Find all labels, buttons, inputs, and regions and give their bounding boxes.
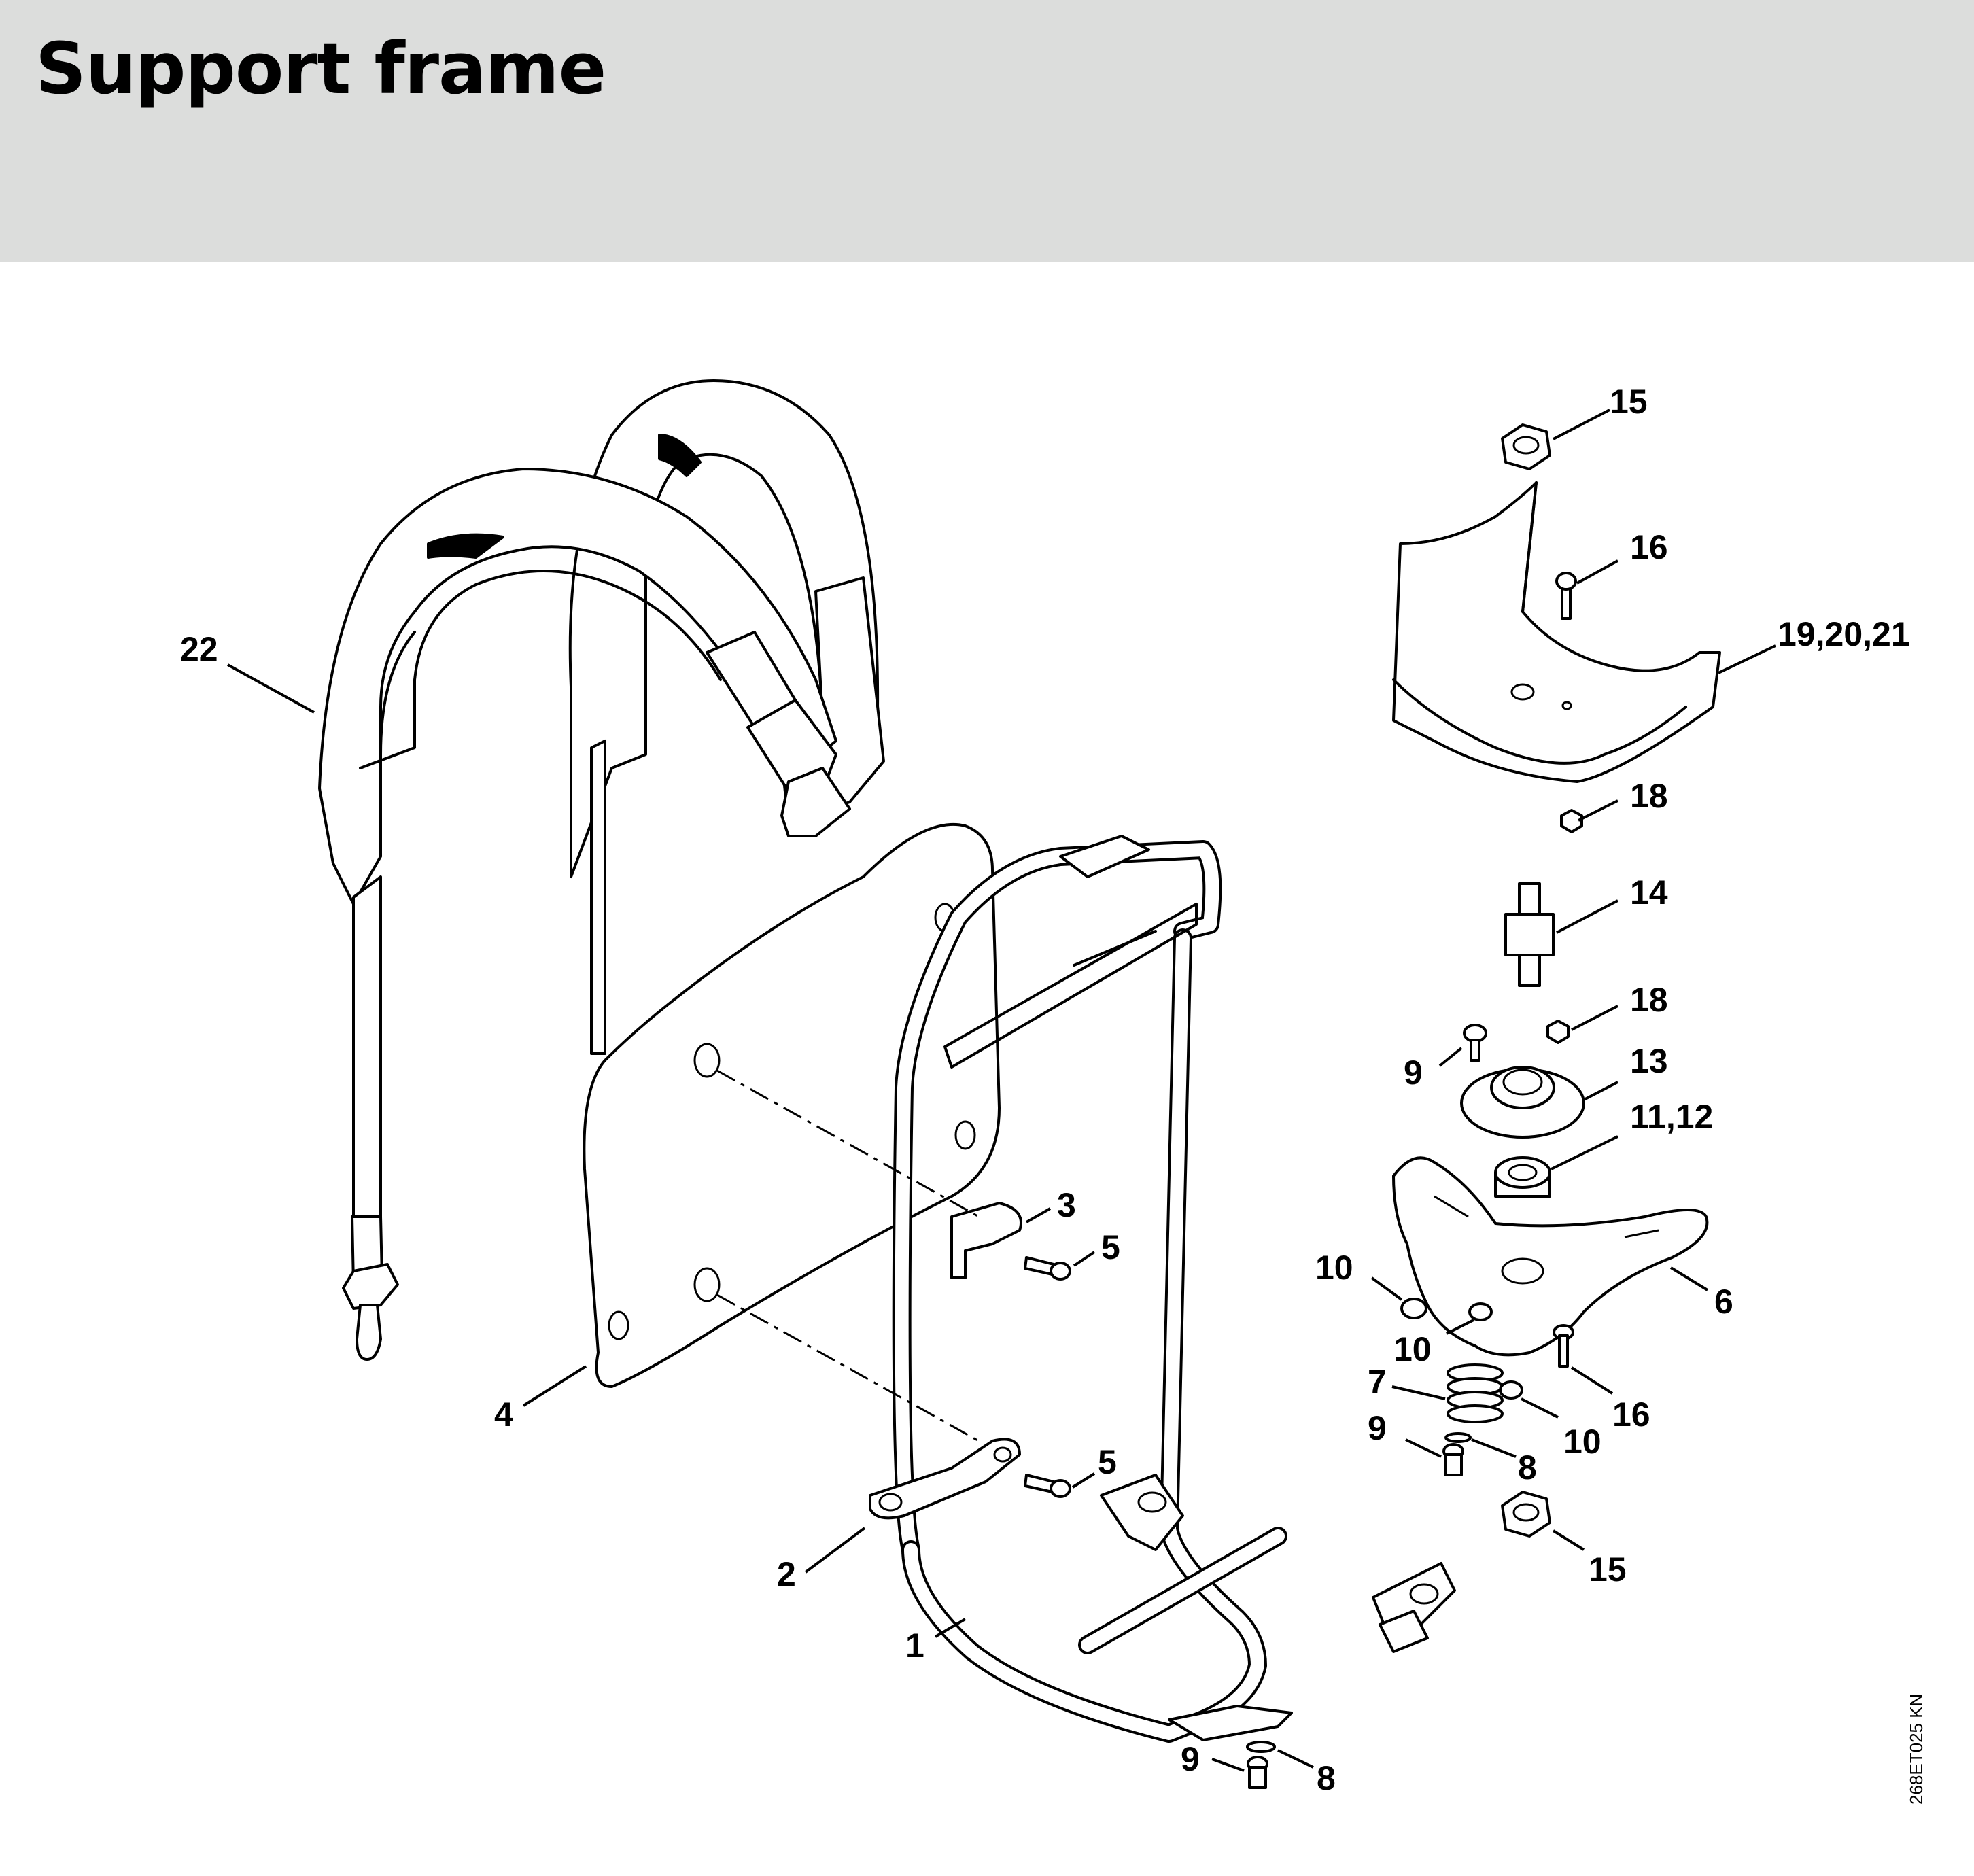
screw-16-lower (1553, 1324, 1574, 1368)
nut-10-mid (1468, 1302, 1493, 1321)
callout-label: 8 (1317, 1759, 1336, 1797)
nut-10-left (1400, 1298, 1427, 1319)
callout-label: 10 (1563, 1423, 1601, 1461)
callout-label: 18 (1630, 981, 1668, 1019)
flange-13 (1460, 1066, 1585, 1139)
callout-label: 6 (1714, 1283, 1733, 1321)
callout-label: 18 (1630, 777, 1668, 815)
callout-label: 9 (1404, 1054, 1423, 1092)
bearing-11-12 (1494, 1156, 1551, 1198)
callout-label: 10 (1315, 1249, 1353, 1287)
callout-label: 3 (1057, 1186, 1076, 1224)
callout-label: 11,12 (1630, 1098, 1713, 1136)
callout-label: 9 (1181, 1740, 1200, 1778)
callout-label: 9 (1368, 1409, 1387, 1447)
clamp-upper (950, 1202, 1022, 1279)
callout-label: 15 (1589, 1550, 1627, 1588)
callout-label: 19,20,21 (1778, 615, 1910, 653)
callout-label: 16 (1630, 528, 1668, 566)
stud-14 (1504, 882, 1555, 987)
support-frame-diagram: 22 15 16 19,20,21 18 14 18 9 13 11,12 3 … (180, 379, 1926, 1805)
header-band: Support frame (0, 0, 1974, 262)
drawing-code: 268ET025 KN (1906, 1694, 1926, 1805)
washer-8-bottom (1246, 1741, 1276, 1753)
screw-9-lower (1442, 1443, 1464, 1476)
back-plate (583, 822, 1001, 1388)
shoulder-strap (318, 379, 885, 1361)
screw-16-top (1555, 572, 1577, 620)
spring-7 (1447, 1363, 1504, 1423)
screw-9-bottom (1247, 1756, 1268, 1789)
callout-label: 13 (1630, 1042, 1668, 1080)
hex-nut-bottom (1501, 1491, 1551, 1538)
clamp-lower (869, 1438, 1021, 1520)
hex-nut-top (1501, 423, 1551, 470)
tube-frame (892, 835, 1456, 1743)
callout-label: 16 (1612, 1395, 1650, 1434)
callout-label: 1 (905, 1627, 924, 1665)
screw-lower (1024, 1474, 1071, 1498)
nut-10-lower (1499, 1380, 1523, 1400)
alignment-lines (716, 1069, 980, 1442)
callout-label: 8 (1518, 1448, 1537, 1487)
callout-label: 4 (494, 1395, 513, 1434)
washer-8-right (1444, 1432, 1472, 1443)
callout-label: 10 (1393, 1330, 1432, 1368)
support-bracket (1392, 481, 1721, 783)
screw-9-top (1463, 1024, 1487, 1062)
callout-label: 5 (1098, 1443, 1117, 1481)
callout-label: 22 (180, 630, 218, 668)
nut-18-mid (1546, 1020, 1570, 1044)
callout-label: 15 (1610, 383, 1648, 421)
leader-lines (227, 409, 1776, 1772)
nut-18-top (1560, 809, 1583, 833)
callout-label: 14 (1630, 873, 1668, 911)
screw-upper (1024, 1256, 1071, 1281)
callout-labels: 22 15 16 19,20,21 18 14 18 9 13 11,12 3 … (180, 383, 1910, 1797)
callout-label: 2 (777, 1555, 796, 1593)
page-title: Support frame (35, 27, 606, 110)
callout-label: 5 (1101, 1228, 1120, 1266)
callout-label: 7 (1368, 1363, 1387, 1401)
